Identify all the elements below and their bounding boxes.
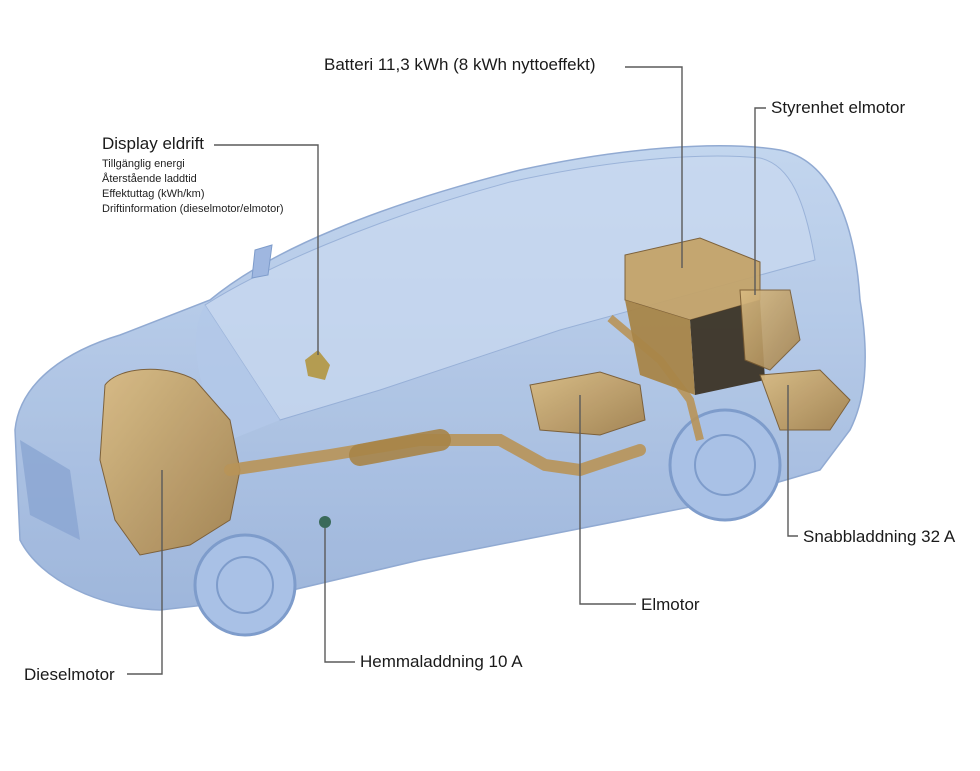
fast-charging-label: Snabbladdning 32 A xyxy=(803,527,956,546)
controller-label: Styrenhet elmotor xyxy=(771,98,906,117)
display-item-available-energy: Tillgänglig energi xyxy=(102,158,185,170)
home-charging-socket xyxy=(319,516,331,528)
leader-diesel xyxy=(127,470,163,675)
leader-electric-motor xyxy=(579,395,636,605)
display-item-drive-information: Driftinformation (dieselmotor/elmotor) xyxy=(102,203,284,215)
diesel-engine-label: Dieselmotor xyxy=(24,665,115,684)
front-wheel xyxy=(193,533,297,637)
display-item-remaining-charge-time: Återstående laddtid xyxy=(102,173,197,185)
side-mirror xyxy=(251,244,273,279)
leader-battery xyxy=(625,66,683,268)
front-grille xyxy=(20,440,80,540)
car-roof xyxy=(204,155,816,421)
battery-label: Batteri 11,3 kWh (8 kWh nyttoeffekt) xyxy=(324,55,596,74)
diesel-engine xyxy=(99,368,241,556)
display-title: Display eldrift xyxy=(102,134,205,153)
leader-home-charging xyxy=(324,528,355,663)
center-tunnel xyxy=(349,429,451,466)
fast-charging-unit xyxy=(759,369,851,431)
leader-fast-charging xyxy=(787,385,798,537)
motor-controller xyxy=(739,289,801,371)
display-unit xyxy=(305,350,330,380)
electric-motor-label: Elmotor xyxy=(641,595,700,614)
electric-motor xyxy=(529,371,646,436)
leader-controller xyxy=(754,107,766,295)
rear-wheel xyxy=(668,408,782,522)
display-item-power-output: Effektuttag (kWh/km) xyxy=(102,188,205,200)
leader-display xyxy=(214,144,319,355)
home-charging-label: Hemmaladdning 10 A xyxy=(360,652,523,671)
